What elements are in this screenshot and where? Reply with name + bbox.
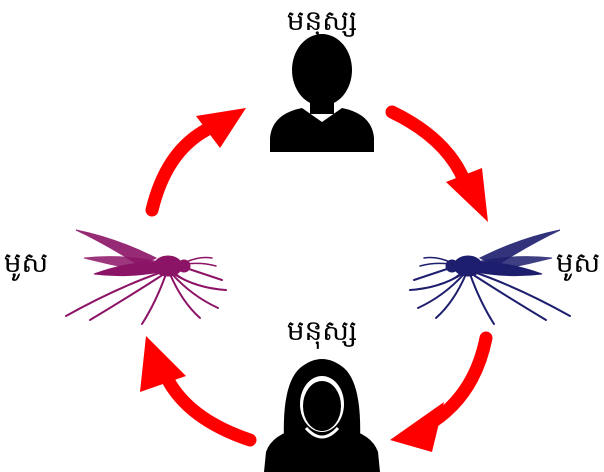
node-label-top: មនុស្ស — [287, 4, 358, 39]
node-label-left: មូស — [4, 246, 48, 281]
arrow-right-to-bottom — [390, 338, 486, 452]
node-label-right: មូស — [556, 246, 600, 281]
woman-silhouette-icon — [264, 359, 380, 472]
mosquito-icon — [66, 230, 226, 324]
node-label-bottom: មនុស្ស — [287, 314, 358, 349]
arrow-top-to-right — [392, 112, 488, 222]
arrow-bottom-to-left — [140, 336, 250, 440]
mosquito-icon — [410, 230, 570, 324]
man-silhouette-icon — [270, 34, 374, 152]
arrow-left-to-top — [152, 108, 246, 210]
